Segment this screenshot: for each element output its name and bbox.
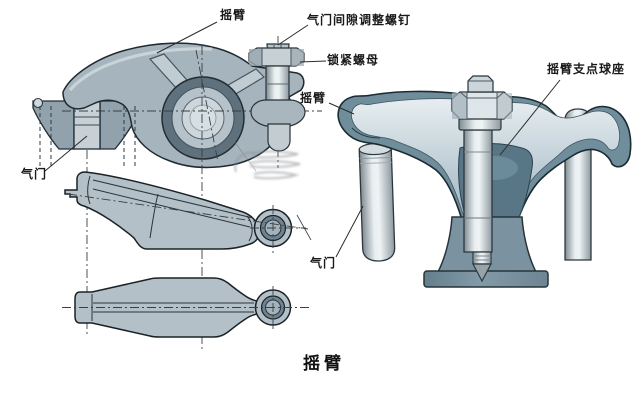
rocker-arm-side-view <box>64 171 312 253</box>
ball-end <box>267 123 291 152</box>
hidden-lines <box>39 106 136 167</box>
label-rocker-arm-side: 摇臂 <box>300 91 327 105</box>
leader-adjust-screw <box>277 24 309 46</box>
valve-3d <box>358 142 396 262</box>
rocker-arm-3d-view <box>337 75 632 288</box>
fulcrum-stud <box>451 75 513 283</box>
label-valve-clearance-screw: 气门间隙调整螺钉 <box>307 13 412 27</box>
leader-valve-3d <box>335 205 364 258</box>
rocker-arm-front-view <box>32 36 322 350</box>
ball-socket-cup <box>250 99 306 127</box>
rocker-arm-top-view <box>62 277 310 338</box>
leader-fulcrum-ball-seat <box>499 79 561 156</box>
caption-rocker-arm: 摇臂 <box>303 354 345 374</box>
leader-valve-front <box>44 135 88 172</box>
stud-head <box>467 75 494 93</box>
leader-rocker-arm-top <box>156 21 218 54</box>
leader-rocker-arm-side <box>328 102 355 115</box>
label-fulcrum-ball-seat: 摇臂支点球座 <box>547 62 626 76</box>
pushrod-hub <box>161 76 245 160</box>
watermark-artifact <box>230 136 301 180</box>
label-valve-3d-view: 气门 <box>310 256 337 270</box>
leader-lock-nut <box>299 60 327 63</box>
adjusting-screw-assembly <box>248 36 306 168</box>
leader-lines <box>44 21 561 258</box>
label-valve-front-view: 气门 <box>21 167 48 181</box>
label-rocker-arm-top: 摇臂 <box>220 8 247 22</box>
label-lock-nut: 锁紧螺母 <box>327 53 380 67</box>
